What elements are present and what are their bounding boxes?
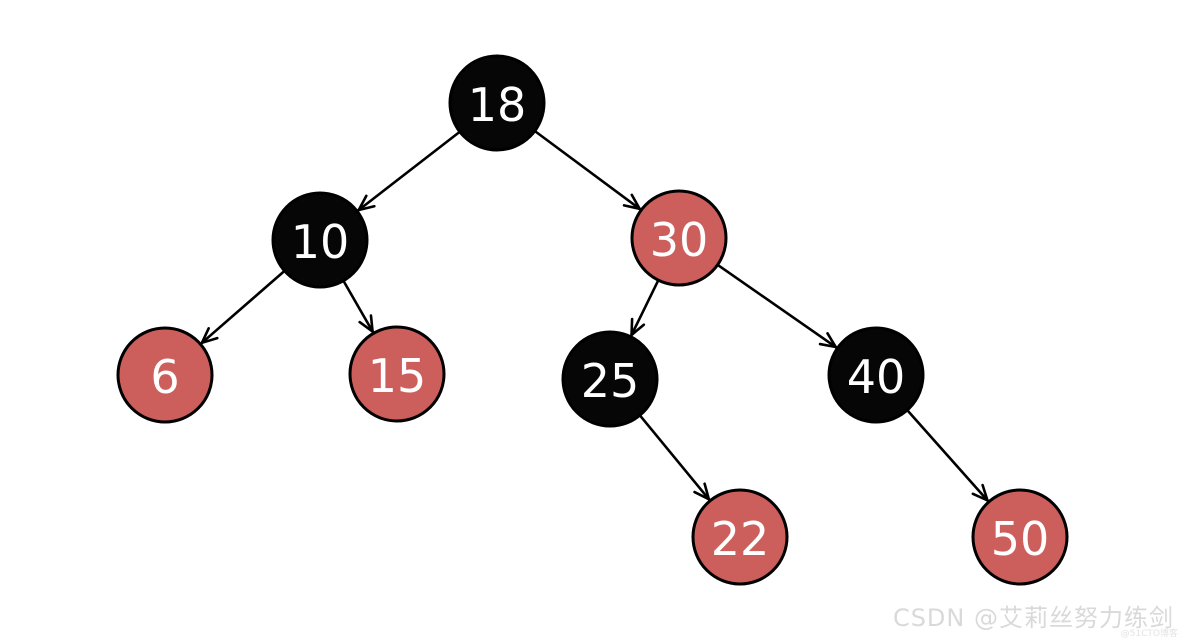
tree-node-label-10: 10 xyxy=(291,215,350,269)
tree-edge-10-15 xyxy=(342,279,374,333)
tree-node-22: 22 xyxy=(691,488,789,586)
tree-node-label-22: 22 xyxy=(711,512,770,566)
tree-edge-18-10 xyxy=(357,130,462,212)
tree-node-25: 25 xyxy=(561,330,659,428)
tree-node-label-40: 40 xyxy=(847,350,906,404)
tree-node-10: 10 xyxy=(271,191,369,289)
tree-node-label-18: 18 xyxy=(468,78,527,132)
tree-node-6: 6 xyxy=(116,326,214,424)
tree-edge-30-40 xyxy=(716,263,838,349)
tree-node-50: 50 xyxy=(971,488,1069,586)
watermark-small-text: @51CTO博客 xyxy=(1120,629,1178,639)
tree-edge-30-25 xyxy=(630,278,660,337)
tree-node-40: 40 xyxy=(827,326,925,424)
tree-edge-18-30 xyxy=(533,129,641,211)
tree-node-30: 30 xyxy=(630,189,728,287)
tree-edge-25-22 xyxy=(638,413,711,501)
tree-node-15: 15 xyxy=(348,325,446,423)
tree-node-label-25: 25 xyxy=(581,354,640,408)
tree-node-18: 18 xyxy=(448,54,546,152)
tree-node-label-15: 15 xyxy=(368,349,427,403)
tree-edge-40-50 xyxy=(905,408,989,502)
tree-node-label-30: 30 xyxy=(650,213,709,267)
tree-edge-10-6 xyxy=(200,269,286,345)
watermark-text: CSDN @艾莉丝努力练剑 xyxy=(892,604,1174,632)
tree-node-label-6: 6 xyxy=(150,350,179,404)
tree-node-label-50: 50 xyxy=(991,512,1050,566)
